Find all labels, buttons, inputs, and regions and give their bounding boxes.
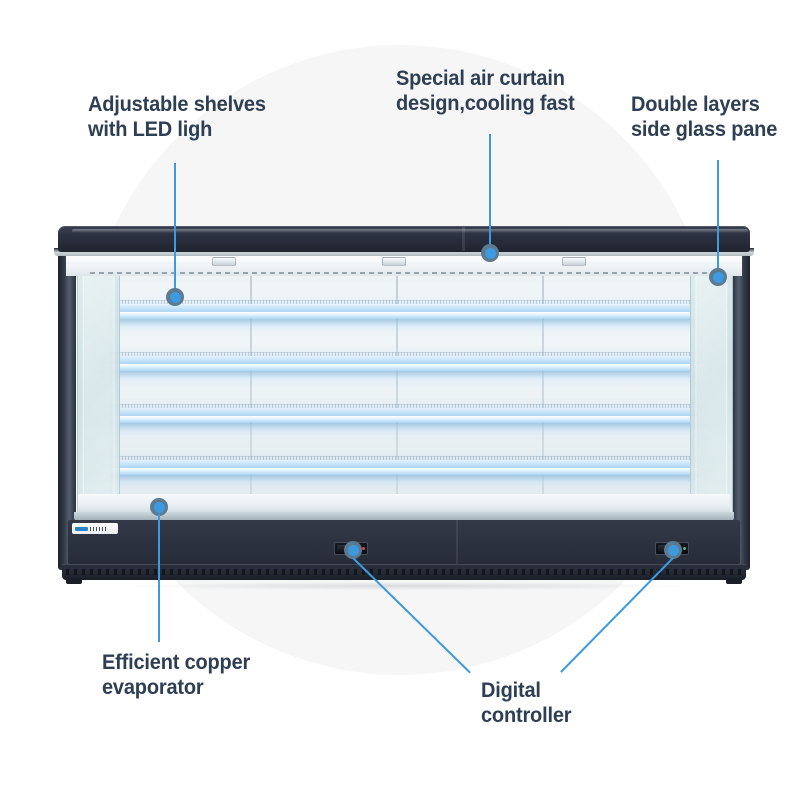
led-strip-4: [110, 468, 698, 474]
product-rating-sticker: [72, 523, 118, 534]
shelf-2: [110, 356, 698, 378]
anchor-dot-controller-left: [344, 541, 362, 559]
anchor-dot-copper-evaporator: [150, 498, 168, 516]
base-deck: [78, 494, 730, 516]
shelf-1: [110, 304, 698, 326]
callout-label-air-curtain: Special air curtain design,cooling fast: [396, 66, 575, 115]
foot-left: [66, 578, 82, 584]
anchor-dot-air-curtain: [481, 244, 499, 262]
canopy-lip: [54, 248, 754, 256]
anchor-dot-adjustable-shelves: [166, 288, 184, 306]
air-curtain-slot: [90, 272, 720, 274]
controller-right-indicator-icon: [683, 547, 686, 550]
canopy-clip-3: [562, 257, 586, 266]
shelf-4: [110, 460, 698, 482]
base-deck-front-edge: [74, 512, 734, 521]
vent-perforations: [66, 569, 742, 575]
canopy-clip-1: [212, 257, 236, 266]
left-cabinet-frame: [58, 240, 76, 570]
callout-label-side-glass: Double layers side glass pane: [631, 92, 778, 141]
leader-line-side-glass: [717, 160, 719, 272]
product-illustration: [52, 226, 756, 590]
callout-label-digital-controller: Digital controller: [481, 678, 572, 727]
body-panel-seam: [456, 520, 458, 564]
right-cabinet-frame: [732, 240, 750, 570]
foot-right: [726, 578, 742, 584]
canopy-clip-2: [382, 257, 406, 266]
leader-line-adjustable-shelves: [174, 163, 176, 291]
canopy-top: [58, 226, 750, 252]
leader-line-air-curtain: [489, 134, 491, 247]
leader-line-copper-evaporator: [158, 514, 160, 642]
callout-label-copper-evaporator: Efficient copper evaporator: [102, 650, 251, 699]
led-strip-2: [110, 364, 698, 370]
led-strip-3: [110, 416, 698, 422]
controller-left-indicator-icon: [362, 547, 365, 550]
anchor-dot-controller-right: [664, 541, 682, 559]
shelf-3: [110, 408, 698, 430]
ground-shadow: [122, 582, 692, 590]
led-strip-1: [110, 312, 698, 318]
lower-body-panel: [68, 520, 740, 564]
anchor-dot-side-glass: [709, 268, 727, 286]
callout-label-adjustable-shelves: Adjustable shelves with LED ligh: [88, 92, 266, 141]
